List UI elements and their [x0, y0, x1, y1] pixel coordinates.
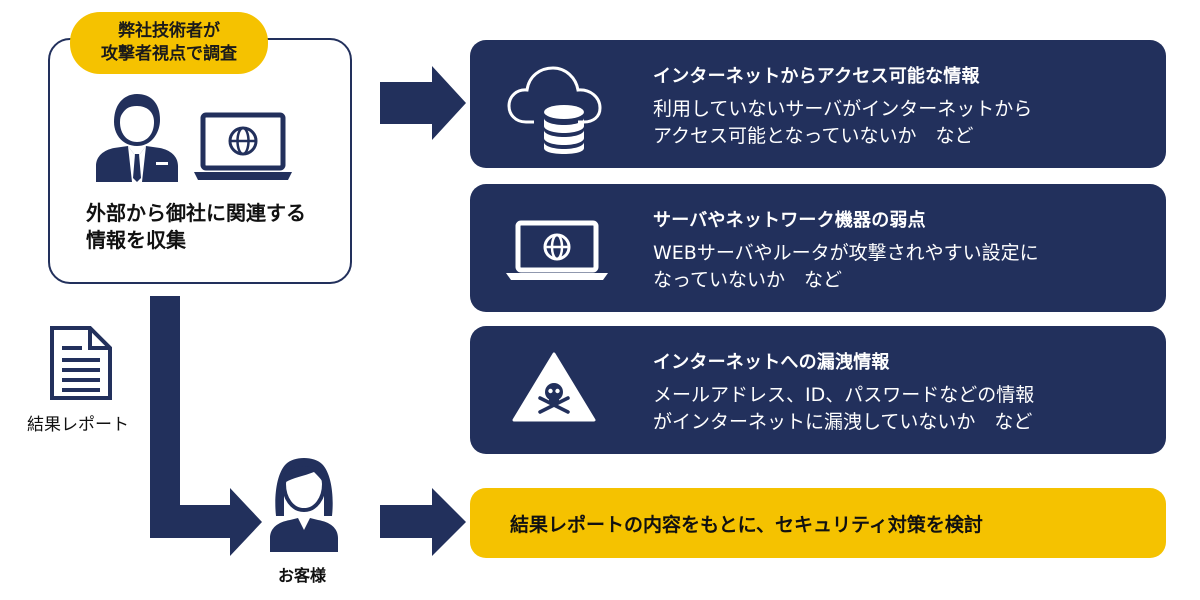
survey-badge: 弊社技術者が 攻撃者視点で調査 [70, 12, 268, 74]
card-description-2: WEBサーバやルータが攻撃されやすい設定に なっていないか など [653, 242, 1039, 291]
card-description-3: メールアドレス、ID、パスワードなどの情報 がインターネットに漏洩していないか … [653, 384, 1035, 433]
customer-label: お客様 [277, 566, 326, 585]
skull-warning-icon [512, 352, 596, 422]
finding-card-vulnerabilities: サーバやネットワーク機器の弱点 WEBサーバやルータが攻撃されやすい設定に なっ… [470, 184, 1166, 312]
l-shaped-arrow-icon [150, 296, 262, 556]
card-title-2: サーバやネットワーク機器の弱点 [653, 210, 926, 231]
cloud-database-icon [507, 66, 602, 154]
customer-icon [270, 458, 338, 552]
right-arrow-icon-2 [380, 488, 466, 556]
card-title-3: インターネットへの漏洩情報 [653, 352, 890, 373]
survey-description: 外部から御社に関連する 情報を収集 [86, 201, 306, 252]
report-label: 結果レポート [27, 415, 129, 435]
card-title: インターネットからアクセス可能な情報 [653, 66, 980, 87]
laptop-globe-icon [194, 112, 292, 180]
action-box: 結果レポートの内容をもとに、セキュリティ対策を検討 [470, 488, 1166, 558]
document-icon [50, 326, 112, 400]
finding-card-leaked-info: インターネットへの漏洩情報 メールアドレス、ID、パスワードなどの情報 がインタ… [470, 326, 1166, 454]
engineer-icon [96, 94, 178, 182]
card-description: 利用していないサーバがインターネットから アクセス可能となっていないか など [653, 98, 1033, 147]
right-arrow-icon [380, 66, 466, 140]
finding-card-accessible-info: インターネットからアクセス可能な情報 利用していないサーバがインターネットから … [470, 40, 1166, 168]
action-text: 結果レポートの内容をもとに、セキュリティ対策を検討 [510, 513, 983, 536]
laptop-globe-icon-2 [506, 220, 608, 280]
